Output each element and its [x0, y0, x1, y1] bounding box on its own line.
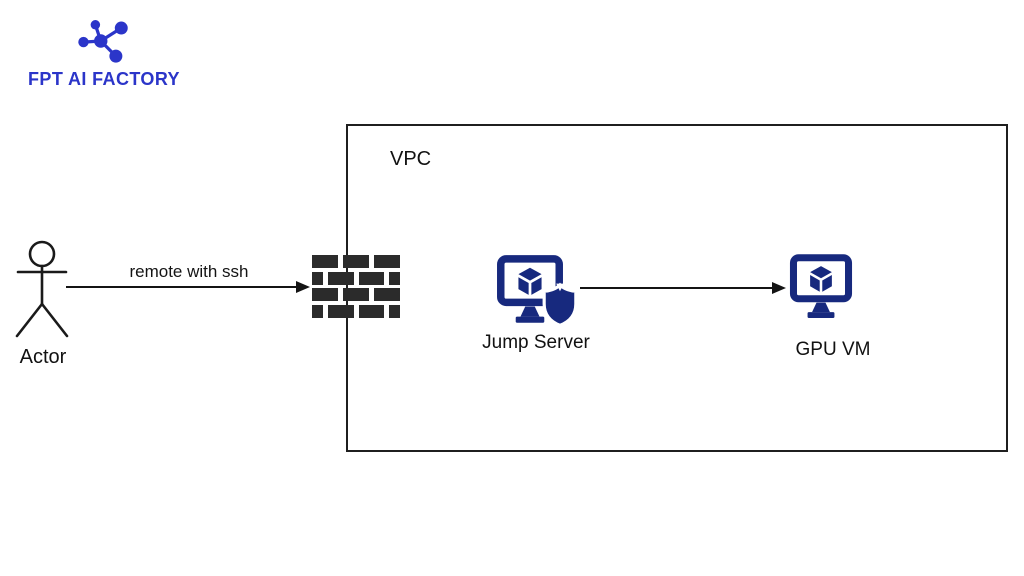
vpc-boundary-box	[346, 124, 1008, 452]
brand-logo: FPT AI FACTORY	[28, 16, 180, 90]
ssh-arrow-head	[296, 281, 310, 293]
jump-to-gpu-arrow-line	[580, 287, 772, 290]
ssh-connection-label: remote with ssh	[129, 262, 249, 281]
jump-to-gpu-arrow-head	[772, 282, 786, 294]
molecule-icon	[78, 20, 128, 63]
actor-label: Actor	[19, 346, 67, 368]
gpu-vm-label: GPU VM	[795, 339, 871, 360]
vpc-label: VPC	[390, 148, 432, 170]
shield-icon	[542, 282, 578, 327]
brand-name: FPT AI FACTORY	[28, 69, 180, 89]
jump-server-label: Jump Server	[482, 332, 590, 353]
ssh-arrow-line	[66, 286, 298, 289]
monitor-cube-icon	[789, 254, 853, 318]
firewall-brick-icon	[312, 255, 400, 318]
stick-figure-actor-icon	[15, 240, 69, 338]
